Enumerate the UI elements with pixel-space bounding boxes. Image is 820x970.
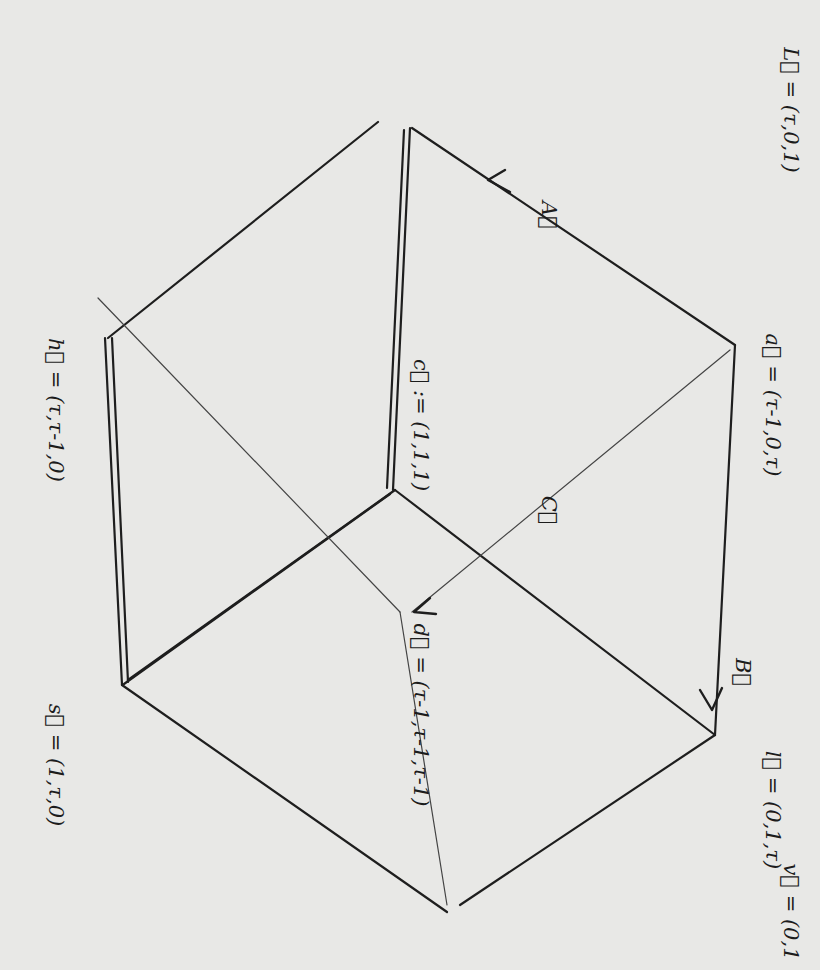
edge-line	[460, 735, 715, 905]
edge-line	[387, 130, 404, 488]
arrowhead	[488, 170, 510, 192]
vertex-label: L⃗ = (τ,0,1)	[778, 47, 801, 173]
thin-line	[400, 612, 447, 905]
arrowhead	[414, 598, 436, 614]
vertex-label: h⃗ = (τ,τ-1,0)	[43, 338, 66, 482]
vertex-label: d⃗ = (τ-1,τ-1,τ-1)	[408, 624, 431, 807]
vertex-label: c⃗ := (1,1,1)	[408, 359, 431, 491]
thin-line	[412, 350, 730, 612]
vector-label: B⃗	[730, 658, 753, 686]
edge-line	[124, 494, 390, 684]
edge-line	[122, 685, 447, 912]
vector-label: A⃗	[536, 201, 559, 229]
arrowhead	[700, 688, 722, 710]
vertex-label: l⃗ = (0,1,τ)	[760, 751, 783, 869]
vertex-label: a⃗ = (τ-1,0,τ)	[760, 334, 783, 477]
edge-line	[412, 128, 735, 345]
thin-line	[98, 298, 400, 612]
edge-line	[395, 490, 715, 735]
edge-line	[108, 122, 378, 338]
vertex-label: s⃗ = (1,τ,0)	[43, 704, 66, 826]
vector-label: C⃗	[536, 496, 559, 525]
arrowheads	[414, 170, 722, 710]
hidden-edges	[98, 298, 730, 905]
edges	[105, 122, 735, 912]
edge-line	[112, 338, 128, 682]
vertex-label: v⃗ = (0,1	[778, 863, 801, 960]
